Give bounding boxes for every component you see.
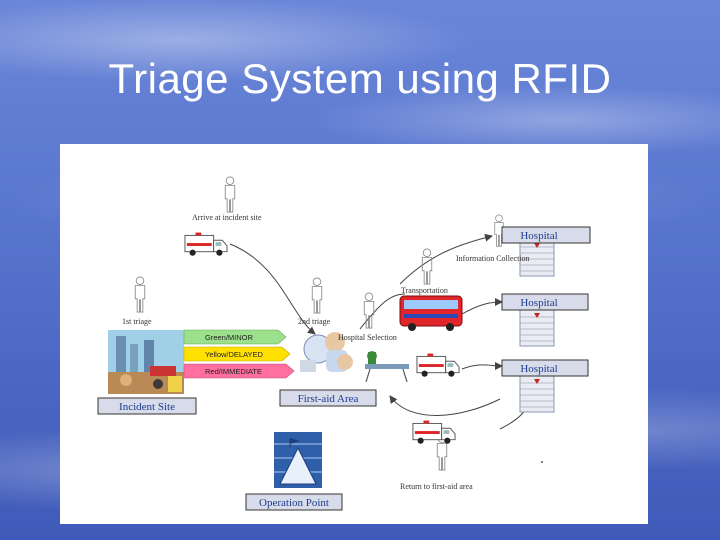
arrow-to-hospital-1	[399, 233, 493, 285]
label-hospital-selection: Hospital Selection	[338, 333, 397, 342]
person-icon	[421, 248, 433, 285]
stretcher-icon	[365, 351, 409, 383]
label-first-triage: 1st triage	[122, 317, 152, 326]
label-information-collection: Information Collection	[456, 254, 530, 263]
arrow-to-hospital-2	[461, 298, 503, 315]
hospital-box-1: Hospital	[501, 226, 591, 244]
diagram-panel: Green/MINOR Yellow/DELAYED Red/IMMEDIATE…	[60, 144, 648, 524]
slide-title: Triage System using RFID	[108, 55, 612, 102]
hospital-building-icon	[519, 375, 555, 413]
hospital-label-3: Hospital	[520, 363, 557, 375]
hospital-label-2: Hospital	[520, 297, 557, 309]
incident-site-label: Incident Site	[119, 401, 175, 413]
triage-arrow-green: Green/MINOR	[183, 329, 287, 345]
operation-point-icon	[274, 432, 322, 488]
hospital-building-icon	[519, 309, 555, 347]
operation-point-label: Operation Point	[259, 497, 329, 509]
label-transportation: Transportation	[401, 286, 448, 295]
label-arrive: Arrive at incident site	[192, 213, 262, 222]
dot-mark	[541, 461, 543, 463]
incident-site-illustration	[108, 330, 184, 394]
hospital-box-2: Hospital	[501, 293, 589, 311]
arrow-2nd-to-transport	[359, 293, 406, 330]
hospital-box-3: Hospital	[501, 359, 589, 377]
incident-site-box: Incident Site	[97, 397, 197, 415]
person-icon	[311, 277, 323, 314]
person-icon	[224, 176, 236, 213]
triage-label-yellow: Yellow/DELAYED	[205, 350, 264, 359]
triage-arrow-red: Red/IMMEDIATE	[183, 363, 295, 379]
first-aid-area-label: First-aid Area	[298, 393, 359, 405]
bus-icon	[399, 295, 463, 331]
person-icon	[134, 276, 146, 313]
arrow-to-hospital-3	[461, 361, 503, 370]
arrow-arrive-to-2nd-triage	[229, 243, 316, 335]
second-triage-illustration	[300, 332, 353, 372]
arrow-return-to-first-aid	[389, 395, 501, 416]
first-aid-area-box: First-aid Area	[279, 389, 377, 407]
operation-point-box: Operation Point	[245, 493, 343, 511]
triage-label-green: Green/MINOR	[205, 333, 254, 342]
ambulance-icon	[416, 353, 460, 378]
ambulance-icon	[412, 420, 456, 445]
label-return: Return to first-aid area	[400, 482, 473, 491]
label-second-triage: 2nd triage	[298, 317, 331, 326]
ambulance-icon	[184, 232, 228, 257]
triage-arrow-yellow: Yellow/DELAYED	[183, 346, 291, 362]
triage-diagram: Green/MINOR Yellow/DELAYED Red/IMMEDIATE…	[97, 176, 591, 511]
hospital-label-1: Hospital	[520, 230, 557, 242]
person-icon	[363, 292, 375, 329]
triage-label-red: Red/IMMEDIATE	[205, 367, 262, 376]
